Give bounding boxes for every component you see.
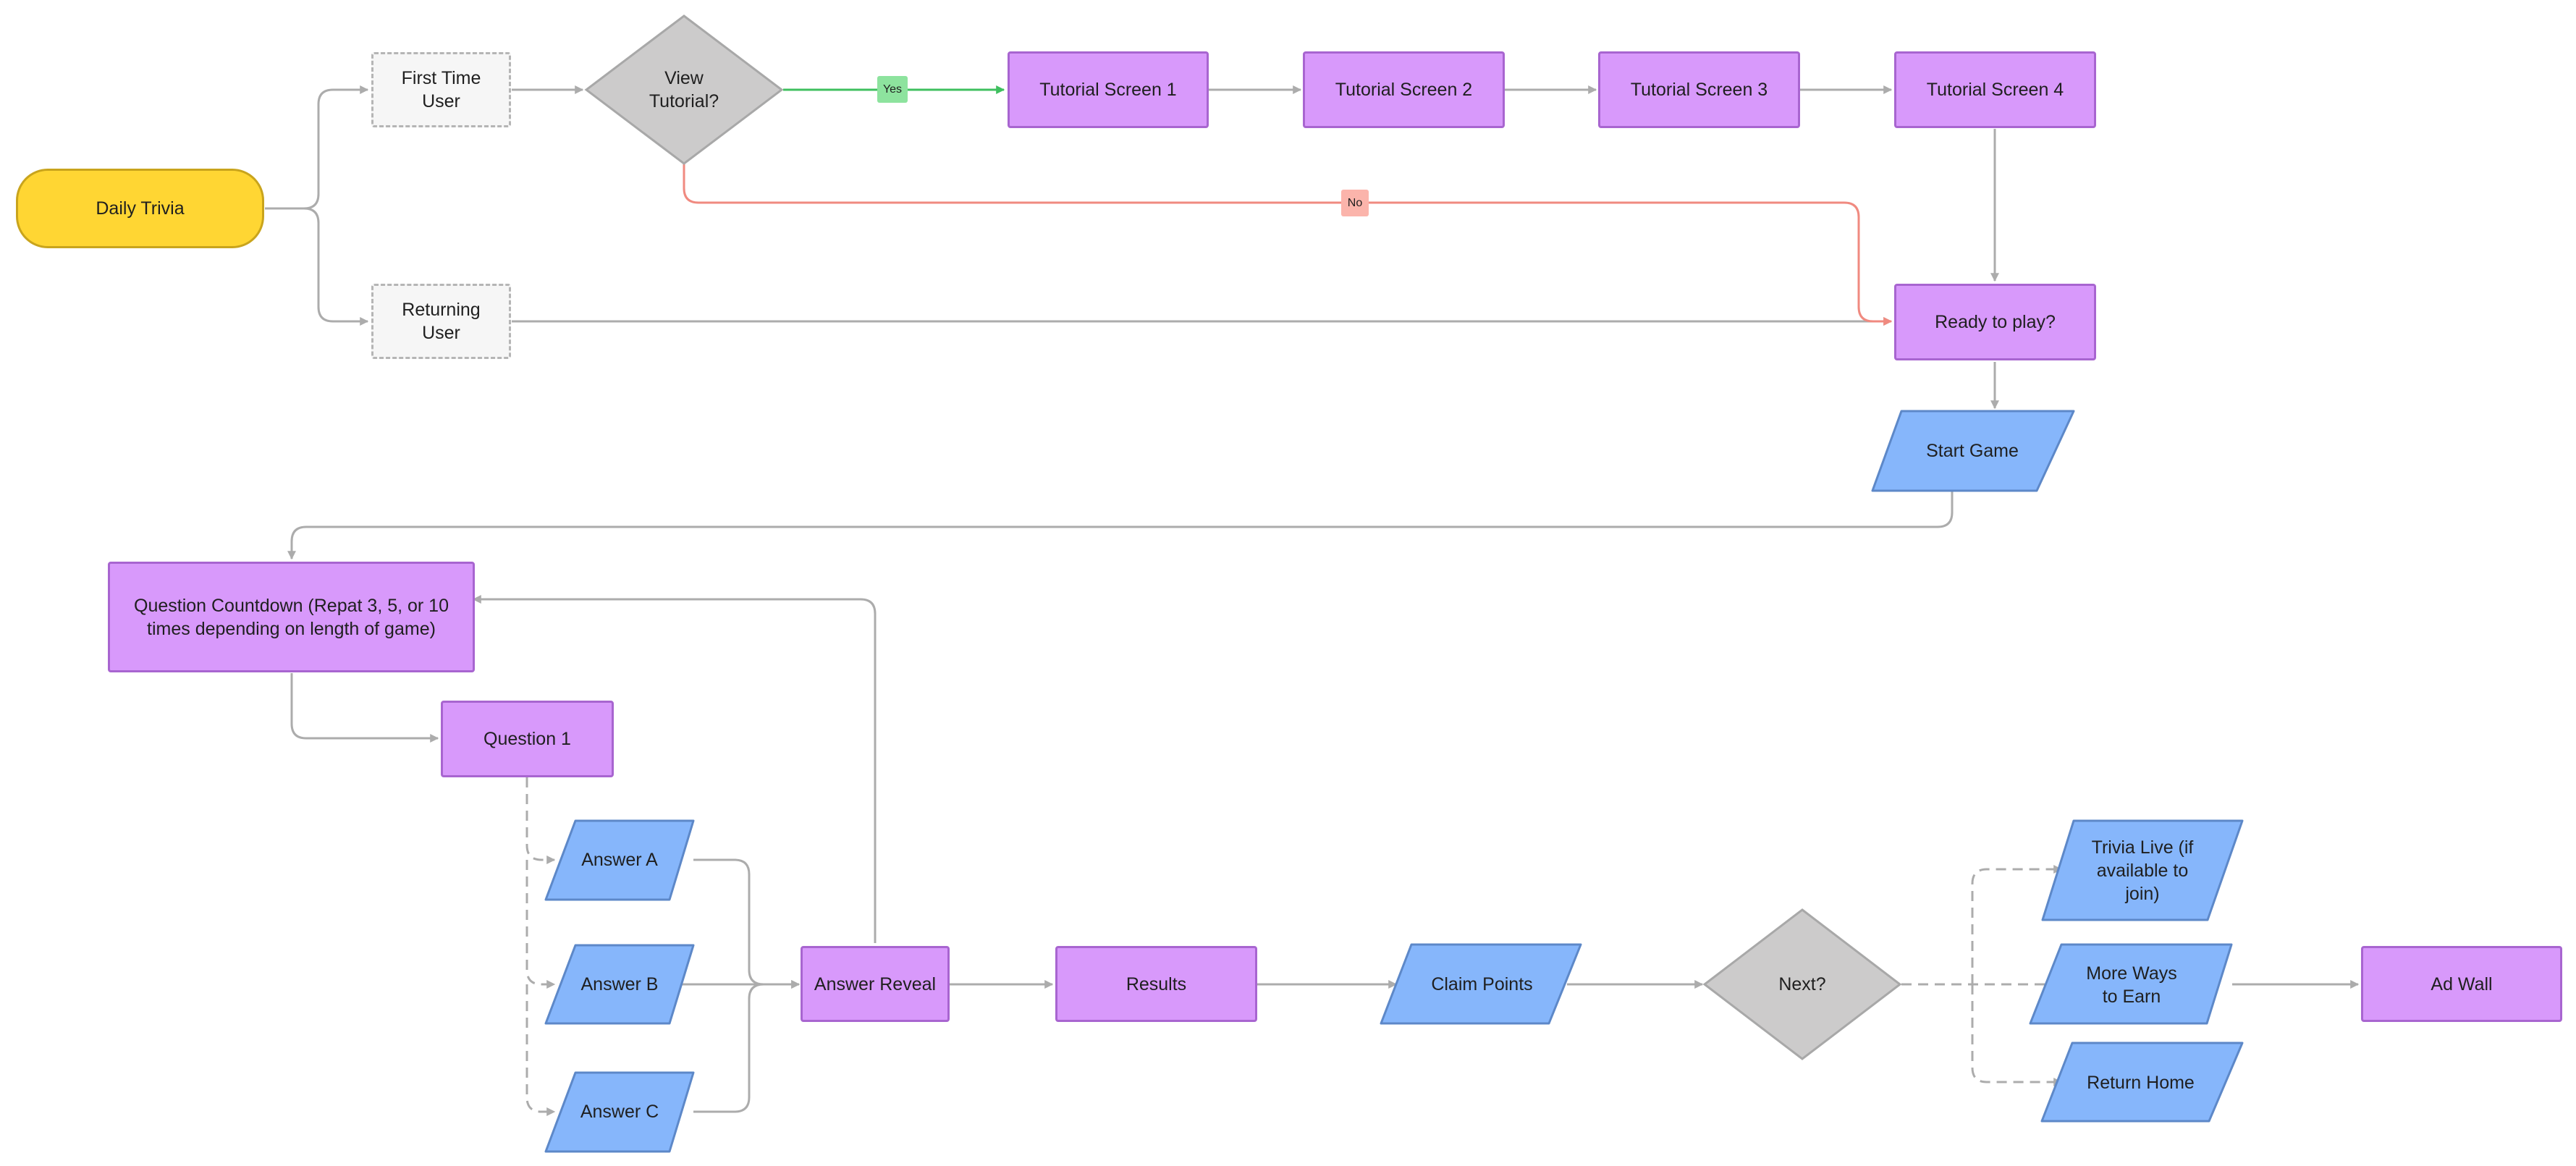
more-ways-shape <box>2029 943 2233 1025</box>
no-edge-label: No <box>1341 190 1369 216</box>
answer-c-label[interactable]: Answer C <box>580 1102 659 1122</box>
results-node[interactable]: Results <box>1055 946 1257 1022</box>
tutorial-screen-4-node[interactable]: Tutorial Screen 4 <box>1894 51 2096 128</box>
tutorial-screen-2-node[interactable]: Tutorial Screen 2 <box>1303 51 1505 128</box>
edge-daily-returning <box>265 207 369 326</box>
edge-q1-answer-c <box>525 984 556 1116</box>
next-diamond <box>1702 908 1902 1060</box>
answer-b-shape <box>544 944 695 1025</box>
trivia-live-shape <box>2041 819 2244 921</box>
edge-q1-answer-a <box>525 777 556 864</box>
edge-q1-answer-b <box>525 860 556 989</box>
edge-countdown-q1 <box>290 673 439 743</box>
claim-points-shape <box>1380 943 1582 1025</box>
edge-next-trivia-live <box>1971 865 2063 984</box>
answer-a-shape <box>544 819 695 901</box>
edge-a-merge <box>693 858 801 989</box>
trivia-live-label[interactable]: Trivia Live (if available to join) <box>2091 837 2194 904</box>
first-time-user-node[interactable]: First Time User <box>371 52 511 127</box>
next-label[interactable]: Next? <box>1778 974 1826 994</box>
question-countdown-node[interactable]: Question Countdown (Repat 3, 5, or 10 ti… <box>108 562 475 672</box>
daily-trivia-node[interactable]: Daily Trivia <box>16 169 264 248</box>
edge-start-countdown <box>287 491 1954 560</box>
edge-view-no <box>683 164 1893 326</box>
view-tutorial-label[interactable]: View Tutorial? <box>649 68 719 111</box>
returning-user-node[interactable]: Returning User <box>371 284 511 359</box>
yes-edge-label: Yes <box>877 76 908 103</box>
edge-reveal-countdown <box>472 595 877 943</box>
start-game-shape <box>1871 410 2075 492</box>
ready-to-play-node[interactable]: Ready to play? <box>1894 284 2096 360</box>
tutorial-screen-1-node[interactable]: Tutorial Screen 1 <box>1008 51 1209 128</box>
claim-points-label[interactable]: Claim Points <box>1431 974 1533 994</box>
edge-daily-first <box>265 85 369 210</box>
tutorial-screen-3-node[interactable]: Tutorial Screen 3 <box>1598 51 1800 128</box>
start-game-label[interactable]: Start Game <box>1926 441 2019 461</box>
answer-a-label[interactable]: Answer A <box>581 850 658 870</box>
question-1-node[interactable]: Question 1 <box>441 701 614 777</box>
edge-c-merge <box>693 983 764 1113</box>
answer-b-label[interactable]: Answer B <box>580 974 659 994</box>
answer-reveal-node[interactable]: Answer Reveal <box>801 946 950 1022</box>
return-home-label[interactable]: Return Home <box>2087 1073 2195 1093</box>
view-tutorial-diamond <box>584 14 784 165</box>
answer-c-shape <box>544 1071 695 1153</box>
return-home-shape <box>2040 1042 2244 1123</box>
more-ways-label[interactable]: More Ways to Earn <box>2086 963 2177 1007</box>
ad-wall-node[interactable]: Ad Wall <box>2361 946 2562 1022</box>
edge-next-return-home <box>1971 984 2063 1086</box>
